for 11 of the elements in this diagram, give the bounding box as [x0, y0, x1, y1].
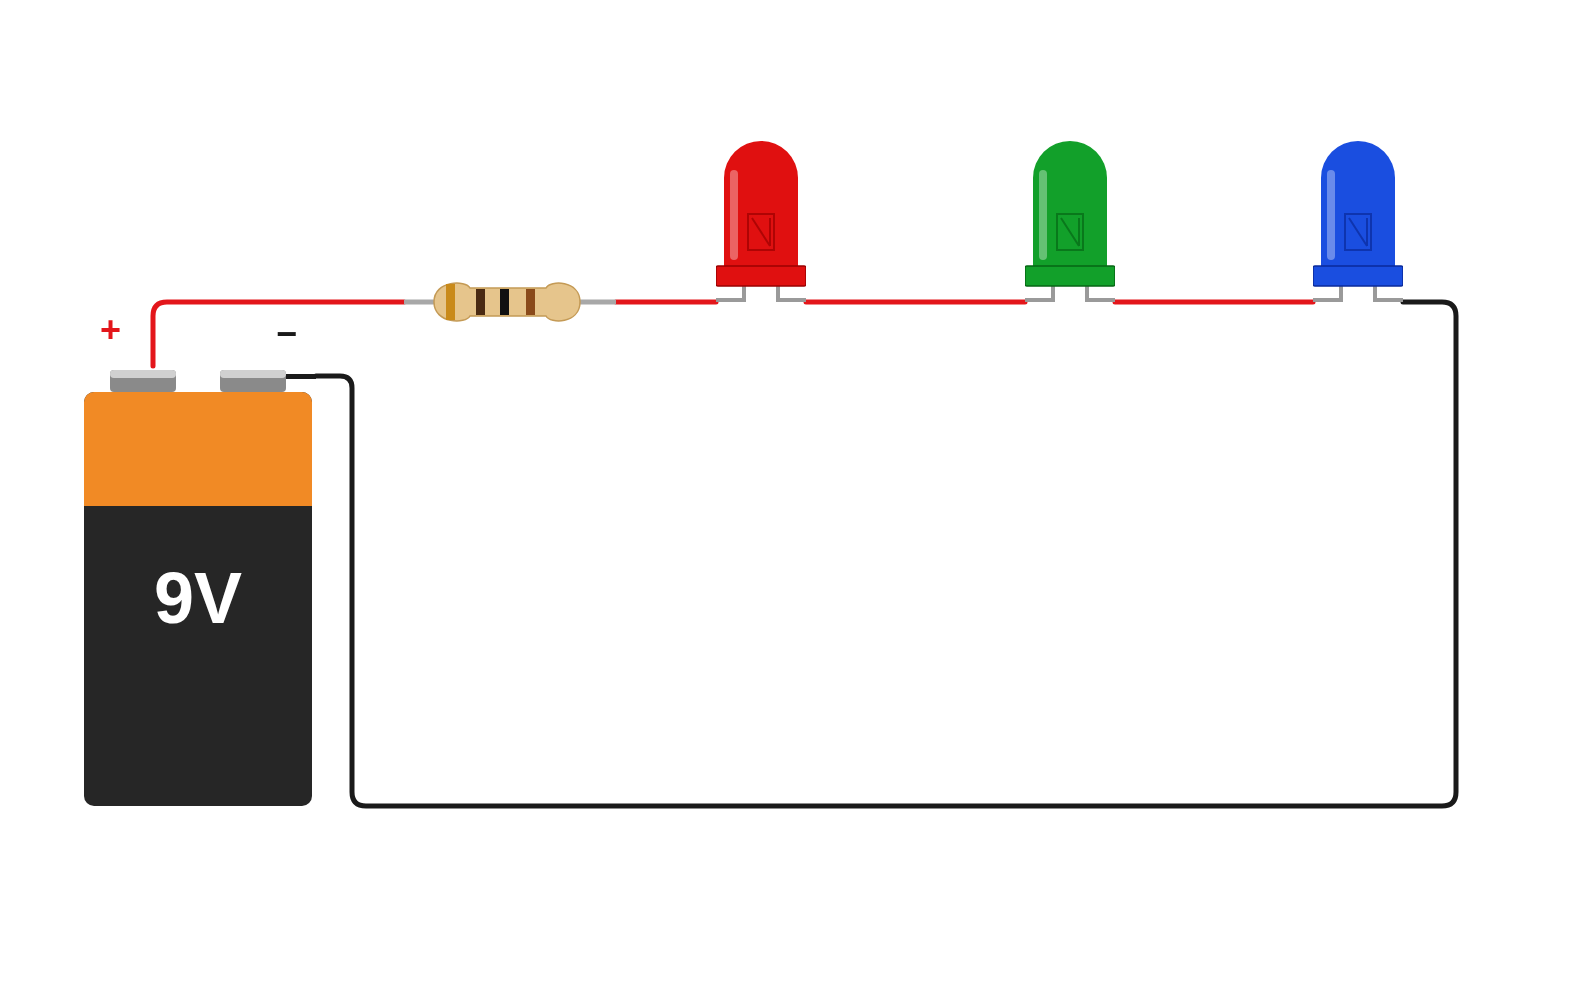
led-drawing: [716, 140, 806, 304]
polarity-sign: +: [100, 312, 122, 348]
wire: [150, 299, 407, 369]
wire: [313, 299, 1459, 809]
voltage-label: 9V: [152, 562, 244, 634]
wire: [1112, 299, 1316, 305]
wire: [803, 299, 1028, 305]
wire: [613, 299, 719, 305]
polarity-sign: −: [276, 316, 298, 352]
led-drawing: [1313, 140, 1403, 304]
led-drawing: [1025, 140, 1115, 304]
